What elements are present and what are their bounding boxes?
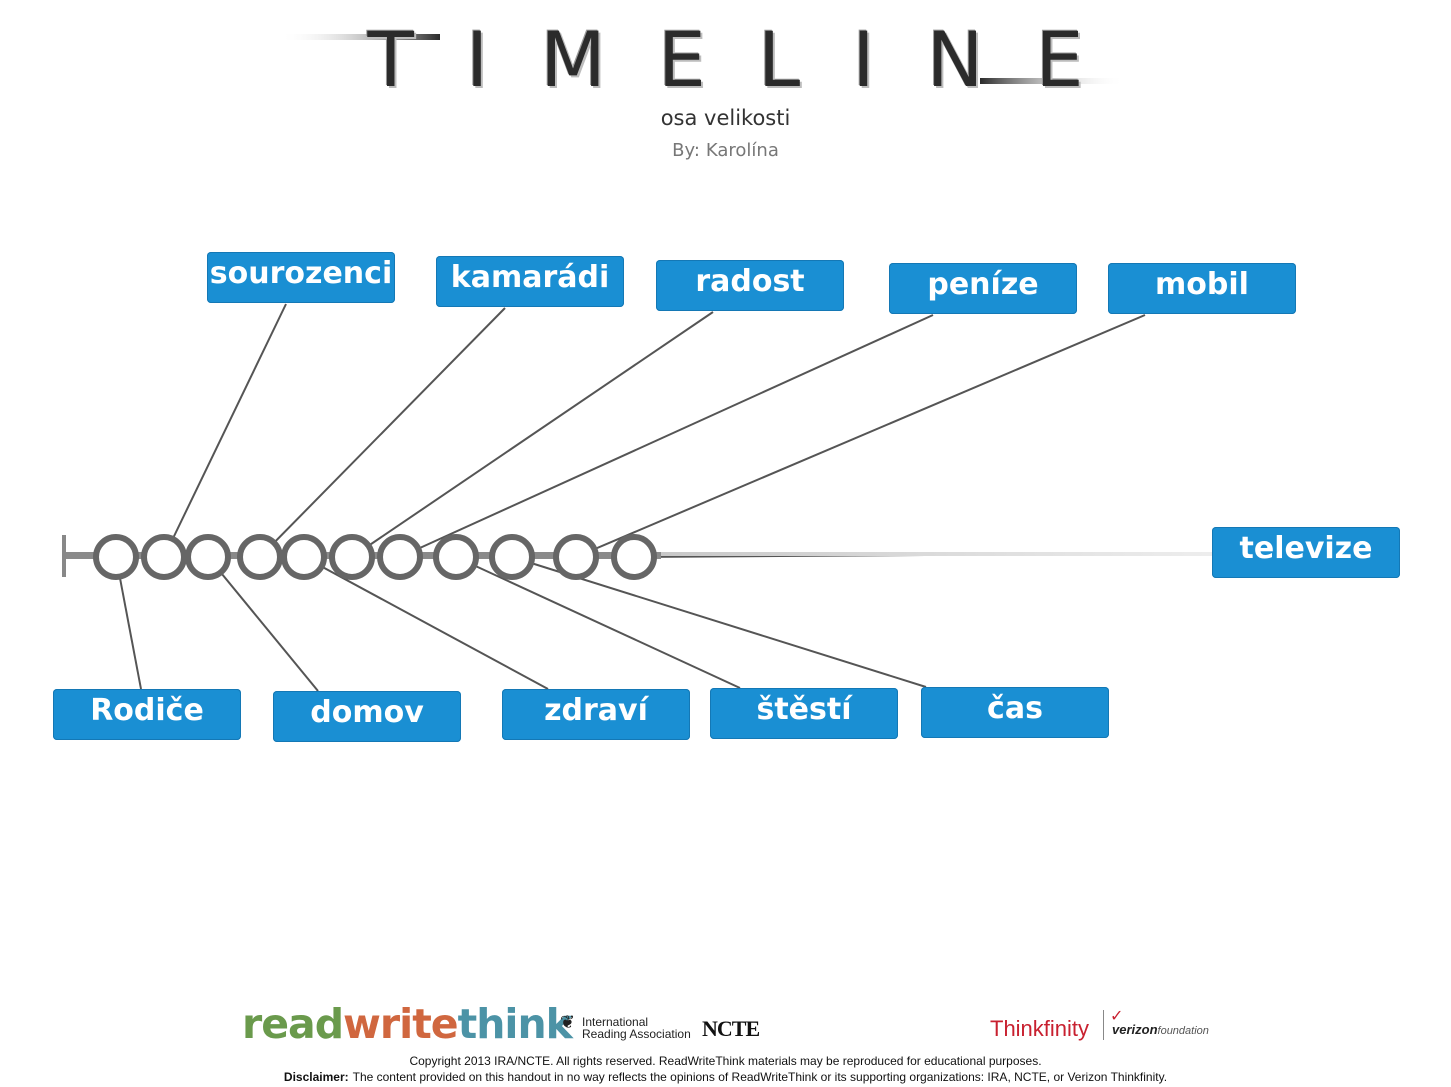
thinkfinity-logo: Thinkfinity — [990, 1016, 1090, 1041]
connector-line — [259, 307, 506, 558]
axis-end-cap — [62, 535, 66, 577]
timeline-marker[interactable] — [377, 534, 423, 580]
title-swoosh-right — [980, 78, 1125, 84]
verizon-foundation-logo: verizonfoundation — [1112, 1022, 1209, 1037]
event-box-kamaradi[interactable]: kamarádi — [436, 256, 624, 307]
event-label: domov — [310, 695, 424, 730]
event-label: Rodiče — [90, 693, 204, 728]
timeline-markers — [93, 534, 657, 580]
event-label: kamarádi — [450, 260, 610, 295]
timeline-marker[interactable] — [141, 534, 187, 580]
title-swoosh-left — [280, 34, 440, 40]
connector-line — [163, 303, 287, 558]
timeline-marker[interactable] — [611, 534, 657, 580]
event-box-domov[interactable]: domov — [273, 691, 461, 742]
event-label: mobil — [1155, 267, 1249, 302]
disclaimer-label: Disclaimer: — [283, 1070, 349, 1084]
event-box-sourozenci[interactable]: sourozenci — [207, 252, 395, 303]
event-box-televize[interactable]: televize — [1212, 527, 1400, 578]
event-box-zdravi[interactable]: zdraví — [502, 689, 690, 740]
author-by-label: By: — [672, 140, 700, 161]
connector-line — [351, 311, 714, 558]
timeline-marker[interactable] — [281, 534, 327, 580]
author-line: By:Karolína — [0, 140, 1451, 161]
event-box-penize[interactable]: peníze — [889, 263, 1077, 314]
connector-line — [207, 556, 319, 692]
copyright-notice: Copyright 2013 IRA/NCTE. All rights rese… — [409, 1054, 1042, 1068]
axis-extension — [661, 552, 1221, 556]
page-subtitle: osa velikosti — [660, 106, 791, 130]
event-label: štěstí — [756, 692, 852, 727]
event-box-cas[interactable]: čas — [921, 687, 1109, 738]
timeline-marker[interactable] — [185, 534, 231, 580]
timeline-marker[interactable] — [553, 534, 599, 580]
event-label: peníze — [927, 267, 1039, 302]
timeline-marker[interactable] — [237, 534, 283, 580]
readwritethink-logo: readwritethink — [242, 1000, 573, 1048]
disclaimer: Disclaimer:The content provided on this … — [0, 1070, 1451, 1084]
disclaimer-text: The content provided on this handout in … — [352, 1070, 1168, 1084]
connector-lines — [115, 303, 1213, 692]
event-box-mobil[interactable]: mobil — [1108, 263, 1296, 314]
timeline-marker[interactable] — [489, 534, 535, 580]
timeline-marker[interactable] — [433, 534, 479, 580]
event-box-stesti[interactable]: štěstí — [710, 688, 898, 739]
connector-line — [399, 314, 934, 558]
author-name: Karolína — [705, 140, 779, 161]
ncte-logo: NCTE — [702, 1016, 760, 1041]
connector-line — [575, 314, 1146, 558]
timeline-marker[interactable] — [329, 534, 375, 580]
logo-divider — [1103, 1010, 1104, 1040]
connector-line — [455, 556, 741, 689]
event-label: čas — [987, 691, 1043, 726]
event-label: zdraví — [544, 693, 648, 728]
event-box-rodice[interactable]: Rodiče — [53, 689, 241, 740]
verizon-check-icon: ✓ — [1110, 1006, 1124, 1025]
event-label: televize — [1239, 531, 1373, 566]
event-label: sourozenci — [209, 256, 393, 291]
page-title: TIMELINE — [367, 15, 1136, 104]
ira-icon: ❦ — [560, 1012, 576, 1032]
timeline-marker[interactable] — [93, 534, 139, 580]
event-label: radost — [695, 264, 805, 299]
event-box-radost[interactable]: radost — [656, 260, 844, 311]
connector-line — [303, 556, 549, 690]
